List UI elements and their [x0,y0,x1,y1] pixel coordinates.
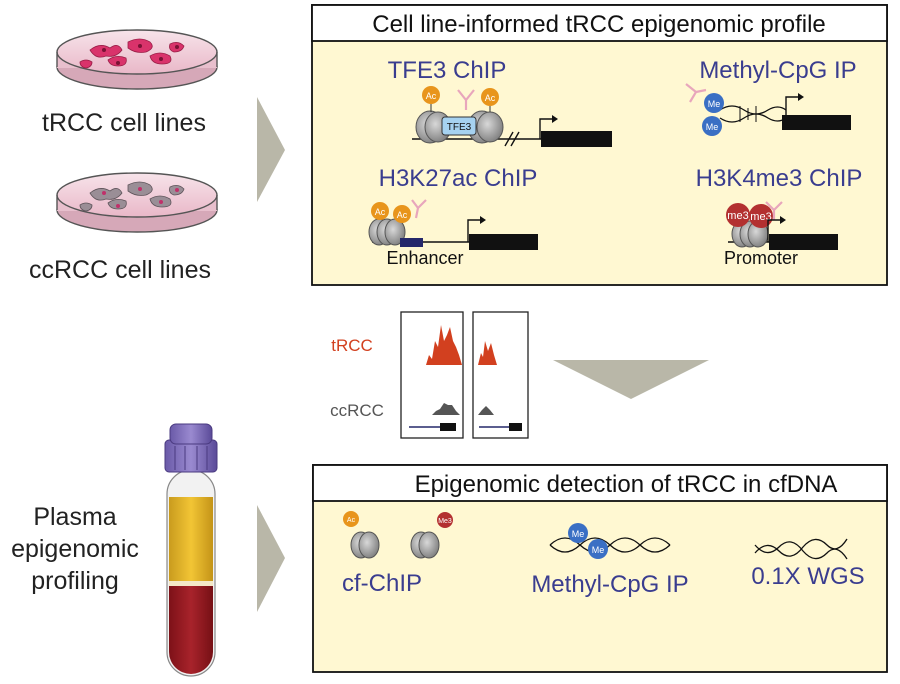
antibody-icon [685,83,707,103]
antibody-icon [765,201,783,220]
genome-track-1 [400,311,464,439]
gene-body [769,234,838,250]
cf-methyl-schematic: Me Me [549,523,671,559]
nucleosome-icon [731,220,769,248]
wgs-dna-icon [754,538,848,560]
blood-tube-icon [164,423,218,677]
detection-panel: Epigenomic detection of tRCC in cfDNA [312,464,888,673]
cf-chip-label: cf-ChIP [342,570,422,597]
h3k27ac-chip-label: H3K27ac ChIP [379,165,538,192]
arrow-down-middle [553,360,709,399]
me3-mark-icon [749,204,773,228]
h3k27ac-chip-schematic: Ac Ac Enhancer [368,199,538,268]
h3k4me3-chip-label: H3K4me3 ChIP [696,165,863,192]
tfe3-protein-label: TFE3 [447,122,472,133]
methyl-cpg-ip-schematic: Me Me [685,83,851,136]
h3k4me3-chip-schematic: me3 me3 Promoter [724,201,838,268]
tfe3-chip-schematic: TFE3 Ac Ac [412,86,612,147]
tfe3-chip-label: TFE3 ChIP [388,57,507,84]
ac-mark-label: Ac [375,207,386,217]
wgs-label: 0.1X WGS [751,563,864,590]
enhancer-region [400,238,423,247]
gene-body [541,131,612,147]
me3-mark-icon [726,203,750,227]
me-mark-icon [588,539,608,559]
ccrcc-peak [432,403,460,415]
nucleosome-icon [368,218,406,246]
plasma-label-line3: profiling [31,567,119,595]
methyl-cpg-ip-label: Methyl-CpG IP [699,57,856,84]
me-mark-icon [568,523,588,543]
nucleosome-icon [350,531,380,559]
me-mark-label: Me [592,545,605,555]
ac-mark-label: Ac [397,210,408,220]
track-label-ccrcc: ccRCC [330,401,384,420]
detection-panel-title: Epigenomic detection of tRCC in cfDNA [415,471,838,498]
me-mark-icon [702,116,722,136]
promoter-label: Promoter [724,248,798,268]
ccrcc-peak [478,406,494,415]
trcc-petri-dish [56,29,218,90]
me3-mark-label: me3 [750,211,771,223]
cf-chip-schematic: Ac Me3 [343,511,453,559]
enhancer-label: Enhancer [386,248,463,268]
tfe3-protein-icon [441,116,477,136]
ac-mark-label: Ac [347,517,356,524]
cf-methyl-cpg-ip-label: Methyl-CpG IP [531,571,688,598]
ccrcc-petri-dish [56,172,218,233]
ac-mark-icon [343,511,359,527]
me-mark-label: Me [706,122,719,132]
gene-body [469,234,538,250]
trcc-peak [426,325,462,365]
me-mark-icon [704,93,724,113]
plasma-label-line1: Plasma [33,503,116,531]
gene-body [782,115,851,130]
profile-panel-title: Cell line-informed tRCC epigenomic profi… [372,11,826,38]
arrow-right-top [257,97,285,202]
arrow-right-bottom [257,505,285,612]
nucleosome-icon [410,531,440,559]
genome-track-2 [472,311,529,439]
me-mark-label: Me [572,529,585,539]
track-label-trcc: tRCC [331,336,373,355]
me3-mark-label: me3 [727,210,748,222]
trcc-cell-lines-label: tRCC cell lines [42,109,206,137]
ac-mark-icon [393,205,411,223]
ac-mark-icon [422,86,440,104]
ac-mark-label: Ac [426,91,437,101]
antibody-icon [457,89,475,110]
antibody-icon [411,199,427,219]
me3-mark-label: Me3 [438,518,452,525]
me-mark-label: Me [708,99,721,109]
ac-mark-label: Ac [485,93,496,103]
ccrcc-cell-lines-label: ccRCC cell lines [29,256,211,284]
plasma-label-line2: epigenomic [11,535,139,563]
ac-mark-icon [481,88,499,106]
me3-mark-icon [437,512,453,528]
ac-mark-icon [371,202,389,220]
trcc-peak [478,341,497,365]
